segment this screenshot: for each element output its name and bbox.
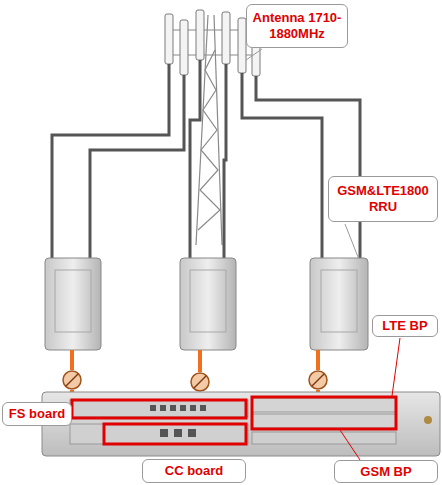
callout-box: GSM&LTE1800 RRU xyxy=(328,176,438,222)
label-text: GSM&LTE1800 RRU xyxy=(334,183,432,215)
board-label: GSM BP xyxy=(334,460,438,483)
leader-line xyxy=(246,49,262,60)
leader-line xyxy=(392,338,400,396)
callout-box: Antenna 1710-1880MHz xyxy=(246,4,348,48)
board-label: FS board xyxy=(2,402,72,426)
leader-line xyxy=(340,430,360,460)
fiber-connectors xyxy=(63,371,327,391)
board-label: LTE BP xyxy=(372,315,438,337)
leader-line xyxy=(345,224,360,262)
label-text: Antenna 1710-1880MHz xyxy=(252,10,342,42)
highlight-frames xyxy=(72,397,396,444)
bbu-chassis xyxy=(42,392,440,456)
label-text: FS board xyxy=(9,406,65,422)
label-text: CC board xyxy=(165,463,224,479)
label-text: LTE BP xyxy=(382,318,427,334)
board-label: CC board xyxy=(142,459,246,483)
rf-cables xyxy=(52,60,360,262)
rru-units xyxy=(45,258,368,350)
label-text: GSM BP xyxy=(360,464,411,480)
